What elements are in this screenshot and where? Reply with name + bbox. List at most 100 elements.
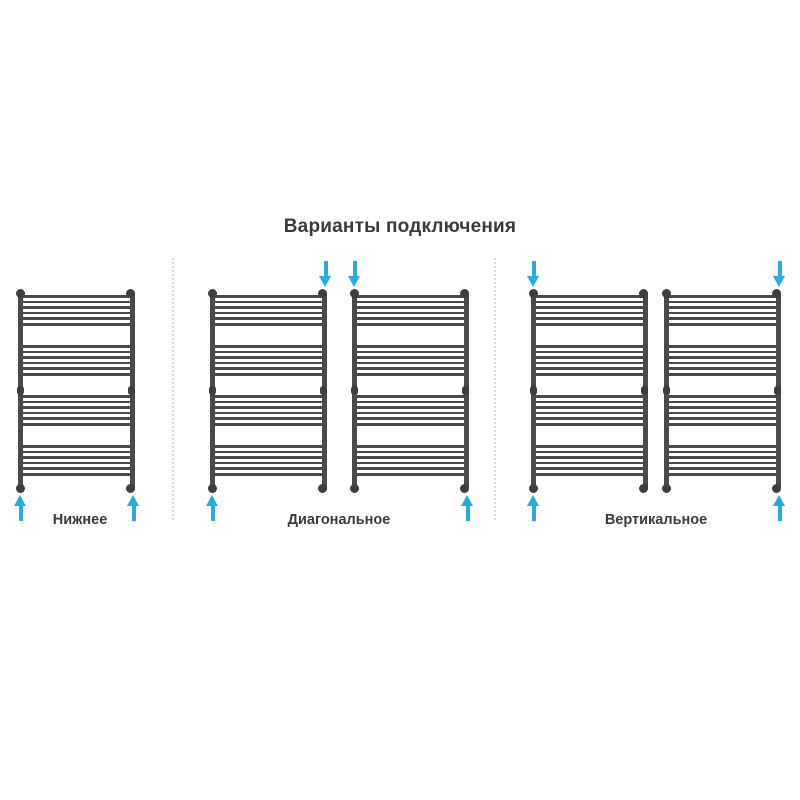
arrow-shaft xyxy=(323,261,328,277)
radiator-rung xyxy=(19,450,134,454)
radiator-rung xyxy=(19,295,134,298)
arrow-shaft xyxy=(131,505,136,521)
radiator-rung xyxy=(353,295,468,298)
radiator-rung xyxy=(665,373,780,376)
arrow-head xyxy=(127,495,139,506)
radiator-rung xyxy=(211,311,326,315)
radiator-rung xyxy=(211,361,326,365)
radiator-rung xyxy=(353,361,468,365)
radiator-rung xyxy=(665,450,780,454)
radiator-joint-left xyxy=(530,386,537,395)
radiator-joint-left xyxy=(209,386,216,395)
radiator-rung xyxy=(532,373,647,376)
connection-arrow-down-top-left xyxy=(348,261,361,287)
radiator-rung xyxy=(532,306,647,309)
arrow-head xyxy=(527,276,539,287)
radiator-endcap-bottom-right xyxy=(639,484,648,493)
radiator-bottom-1 xyxy=(16,289,135,493)
radiator-rung xyxy=(665,317,780,320)
connection-arrow-up-bottom-left xyxy=(527,495,540,521)
radiator-rung xyxy=(665,356,780,359)
radiator-rung xyxy=(353,317,468,320)
radiator-rung xyxy=(532,323,647,326)
radiator-rung xyxy=(532,400,647,404)
section-caption-bottom: Нижнее xyxy=(52,512,108,528)
radiator-rung xyxy=(19,361,134,365)
radiator-rung xyxy=(532,450,647,454)
connection-arrow-down-top-right xyxy=(319,261,332,287)
arrow-shaft xyxy=(531,261,536,277)
page-title: Варианты подключения xyxy=(283,216,517,237)
arrow-head xyxy=(319,276,331,287)
radiator-rung xyxy=(353,445,468,448)
radiator-rung xyxy=(532,417,647,420)
radiator-rung xyxy=(19,467,134,470)
radiator-rung xyxy=(665,417,780,420)
radiator-endcap-top-left xyxy=(662,289,671,298)
radiator-rung xyxy=(665,311,780,315)
radiator-rung xyxy=(353,373,468,376)
arrow-shaft xyxy=(777,505,782,521)
radiator-rung xyxy=(353,345,468,348)
radiator-rung xyxy=(353,323,468,326)
radiator-joint-right xyxy=(462,386,469,395)
radiator-endcap-bottom-right xyxy=(772,484,781,493)
radiator-rung xyxy=(19,323,134,326)
radiator-joint-right xyxy=(641,386,648,395)
radiator-rung xyxy=(211,461,326,465)
arrow-shaft xyxy=(465,505,470,521)
radiator-rung xyxy=(211,350,326,354)
radiator-rung xyxy=(211,400,326,404)
radiator-endcap-top-left xyxy=(529,289,538,298)
section-divider-1 xyxy=(172,258,175,520)
radiator-rung xyxy=(353,450,468,454)
radiator-rung xyxy=(353,456,468,459)
radiator-rung xyxy=(211,323,326,326)
radiator-rung xyxy=(353,467,468,470)
radiator-endcap-top-left xyxy=(16,289,25,298)
radiator-rung xyxy=(665,395,780,398)
radiator-rung xyxy=(353,300,468,304)
radiator-rung xyxy=(665,300,780,304)
radiator-rung xyxy=(19,461,134,465)
radiator-rung xyxy=(19,311,134,315)
radiator-rung xyxy=(19,395,134,398)
radiator-rung xyxy=(665,456,780,459)
radiator-rung xyxy=(19,300,134,304)
radiator-endcap-bottom-right xyxy=(460,484,469,493)
arrow-shaft xyxy=(777,261,782,277)
radiator-rung xyxy=(211,450,326,454)
radiator-rung xyxy=(211,317,326,320)
radiator-rung xyxy=(19,411,134,415)
radiator-rung xyxy=(211,367,326,370)
arrow-shaft xyxy=(18,505,23,521)
radiator-rung xyxy=(532,467,647,470)
radiator-rung xyxy=(665,323,780,326)
connection-arrow-down-top-right xyxy=(773,261,786,287)
radiator-rung xyxy=(19,400,134,404)
radiator-rung xyxy=(532,456,647,459)
radiator-rung xyxy=(353,406,468,409)
radiator-joint-right xyxy=(774,386,781,395)
radiator-rung xyxy=(353,311,468,315)
radiator-rung xyxy=(532,461,647,465)
radiator-rung xyxy=(532,350,647,354)
radiator-rung xyxy=(353,417,468,420)
radiator-rung xyxy=(353,473,468,476)
radiator-rung xyxy=(353,400,468,404)
radiator-rung xyxy=(665,423,780,426)
radiator-vertical-2 xyxy=(662,289,781,493)
radiator-rung xyxy=(532,317,647,320)
radiator-rung xyxy=(19,473,134,476)
connection-arrow-down-top-left xyxy=(527,261,540,287)
radiator-endcap-bottom-right xyxy=(318,484,327,493)
radiator-rung xyxy=(19,350,134,354)
radiator-rung xyxy=(211,411,326,415)
connection-arrow-up-bottom-right xyxy=(773,495,786,521)
radiator-endcap-bottom-left xyxy=(208,484,217,493)
radiator-rung xyxy=(532,367,647,370)
connection-arrow-up-bottom-right xyxy=(461,495,474,521)
radiator-joint-right xyxy=(128,386,135,395)
radiator-rung xyxy=(19,406,134,409)
radiator-rung xyxy=(19,317,134,320)
